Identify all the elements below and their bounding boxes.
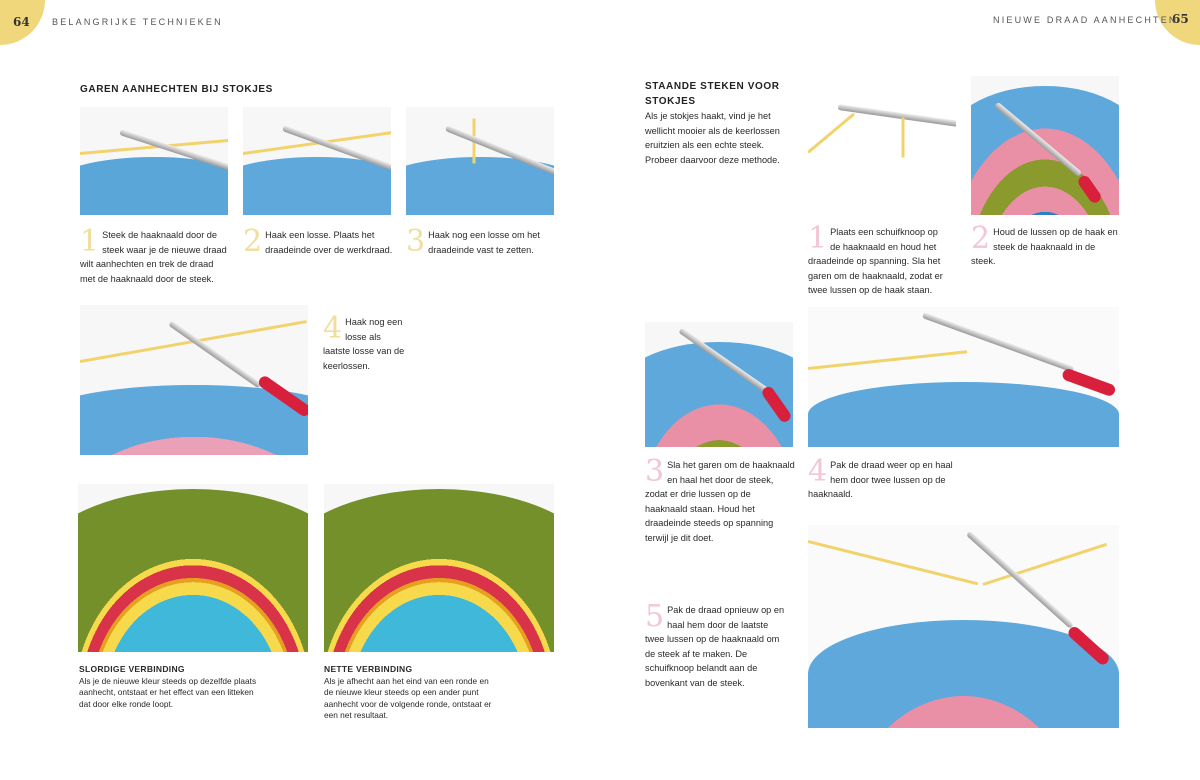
step-text: Plaats een schuifknoop op de haaknaald e… — [808, 227, 943, 295]
running-head-right: NIEUWE DRAAD AANHECHTEN — [993, 15, 1178, 25]
step-number: 2 — [971, 221, 991, 256]
step-3-photo — [406, 107, 554, 215]
right-step-5-photo — [808, 525, 1119, 728]
step-number: 2 — [243, 224, 263, 259]
step-text: Haak een losse. Plaats het draadeinde ov… — [265, 230, 393, 255]
intro-text: Als je stokjes haakt, vind je het wellic… — [645, 111, 780, 165]
caption-text: Als je afhecht aan het eind van een rond… — [324, 675, 492, 721]
step-4-photo — [80, 305, 308, 455]
step-text: Pak de draad weer op en haal hem door tw… — [808, 460, 953, 499]
caption-title: SLORDIGE VERBINDING — [79, 664, 185, 674]
section-title-left: GAREN AANHECHTEN BIJ STOKJES — [80, 84, 273, 95]
step-text: Pak de draad opnieuw op en haal hem door… — [645, 605, 785, 688]
step-1-photo — [80, 107, 228, 215]
step-number: 1 — [808, 221, 828, 256]
right-step-2-photo — [971, 76, 1119, 215]
step-number: 5 — [645, 599, 665, 634]
step-text: Houd de lussen op de haak en steek de ha… — [971, 227, 1118, 266]
step-2-photo — [243, 107, 391, 215]
step-number: 4 — [323, 311, 343, 346]
neat-join-photo — [324, 484, 554, 652]
caption-text: Als je de nieuwe kleur steeds op dezelfd… — [79, 675, 257, 709]
messy-join-photo — [78, 484, 308, 652]
step-number: 1 — [80, 224, 100, 259]
page-number-left: 64 — [13, 15, 30, 29]
step-number: 3 — [645, 454, 665, 489]
page-number-right: 65 — [1172, 12, 1189, 26]
step-text: Haak nog een losse om het draadeinde vas… — [428, 230, 540, 255]
caption-title: NETTE VERBINDING — [324, 664, 413, 674]
step-number: 4 — [808, 454, 828, 489]
right-step-4-photo — [808, 307, 1119, 447]
step-text: Sla het garen om de haaknaald en haal he… — [645, 460, 795, 543]
section-title-right: STAANDE STEKEN VOOR STOKJES — [645, 81, 780, 107]
running-head-left: BELANGRIJKE TECHNIEKEN — [52, 17, 223, 27]
step-text: Steek de haaknaald door de steek waar je… — [80, 230, 227, 284]
step-number: 3 — [406, 224, 426, 259]
right-step-1-photo — [808, 76, 956, 215]
step-text: Haak nog een losse als laatste losse van… — [323, 317, 405, 371]
right-step-3-photo — [645, 322, 793, 447]
